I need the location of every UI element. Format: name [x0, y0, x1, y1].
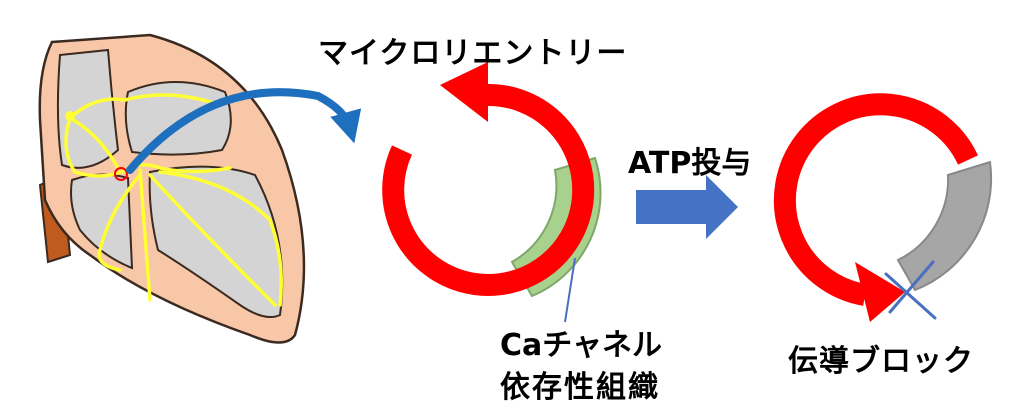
- conduction-system: [64, 93, 283, 307]
- ca-channel-label-line2: 依存性組織: [500, 370, 660, 405]
- av-node-reentry-mark: [114, 167, 128, 181]
- conduction-block-label: 伝導ブロック: [788, 344, 974, 379]
- blocked-tissue-segment: [896, 160, 993, 292]
- reentry-red-ring: [382, 83, 595, 296]
- right-atrium-chamber: [56, 48, 120, 169]
- atp-administration-label: ATP投与: [628, 146, 752, 181]
- left-atrium-chamber: [124, 81, 232, 156]
- reentry-arrowhead: [440, 62, 488, 122]
- microreentry-label: マイクロリエントリー: [318, 36, 628, 71]
- ca-label-pointer: [564, 257, 576, 323]
- block-x-icon: [884, 260, 937, 320]
- conduction-block-circuit: [773, 93, 993, 322]
- heart-illustration: [38, 33, 362, 344]
- ca-channel-label-line1: Caチャネル: [500, 328, 662, 363]
- block-arrowhead: [855, 262, 905, 322]
- block-red-arc: [773, 93, 978, 306]
- atp-block-arrow: [636, 175, 738, 239]
- sinus-node-marker: [65, 111, 75, 121]
- microreentry-circuit: [382, 62, 602, 323]
- zoom-arrow: [126, 88, 362, 174]
